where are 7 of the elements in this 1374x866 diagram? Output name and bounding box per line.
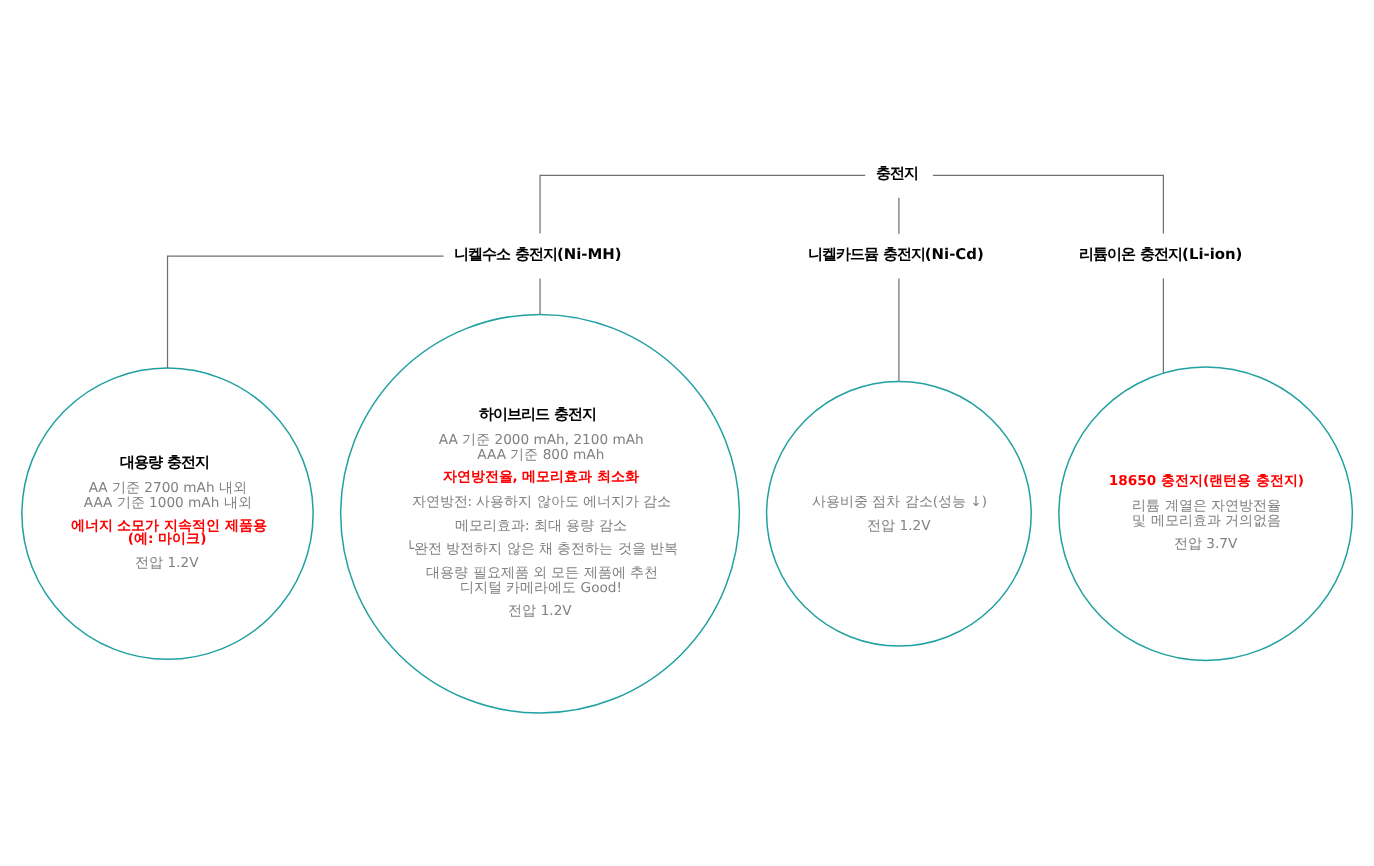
connector: [932, 174, 1164, 235]
connector: [539, 174, 866, 235]
connector: [898, 277, 900, 382]
connector: [539, 277, 541, 315]
connector: [898, 197, 900, 235]
connector: [166, 255, 445, 369]
connector: [1162, 277, 1164, 374]
